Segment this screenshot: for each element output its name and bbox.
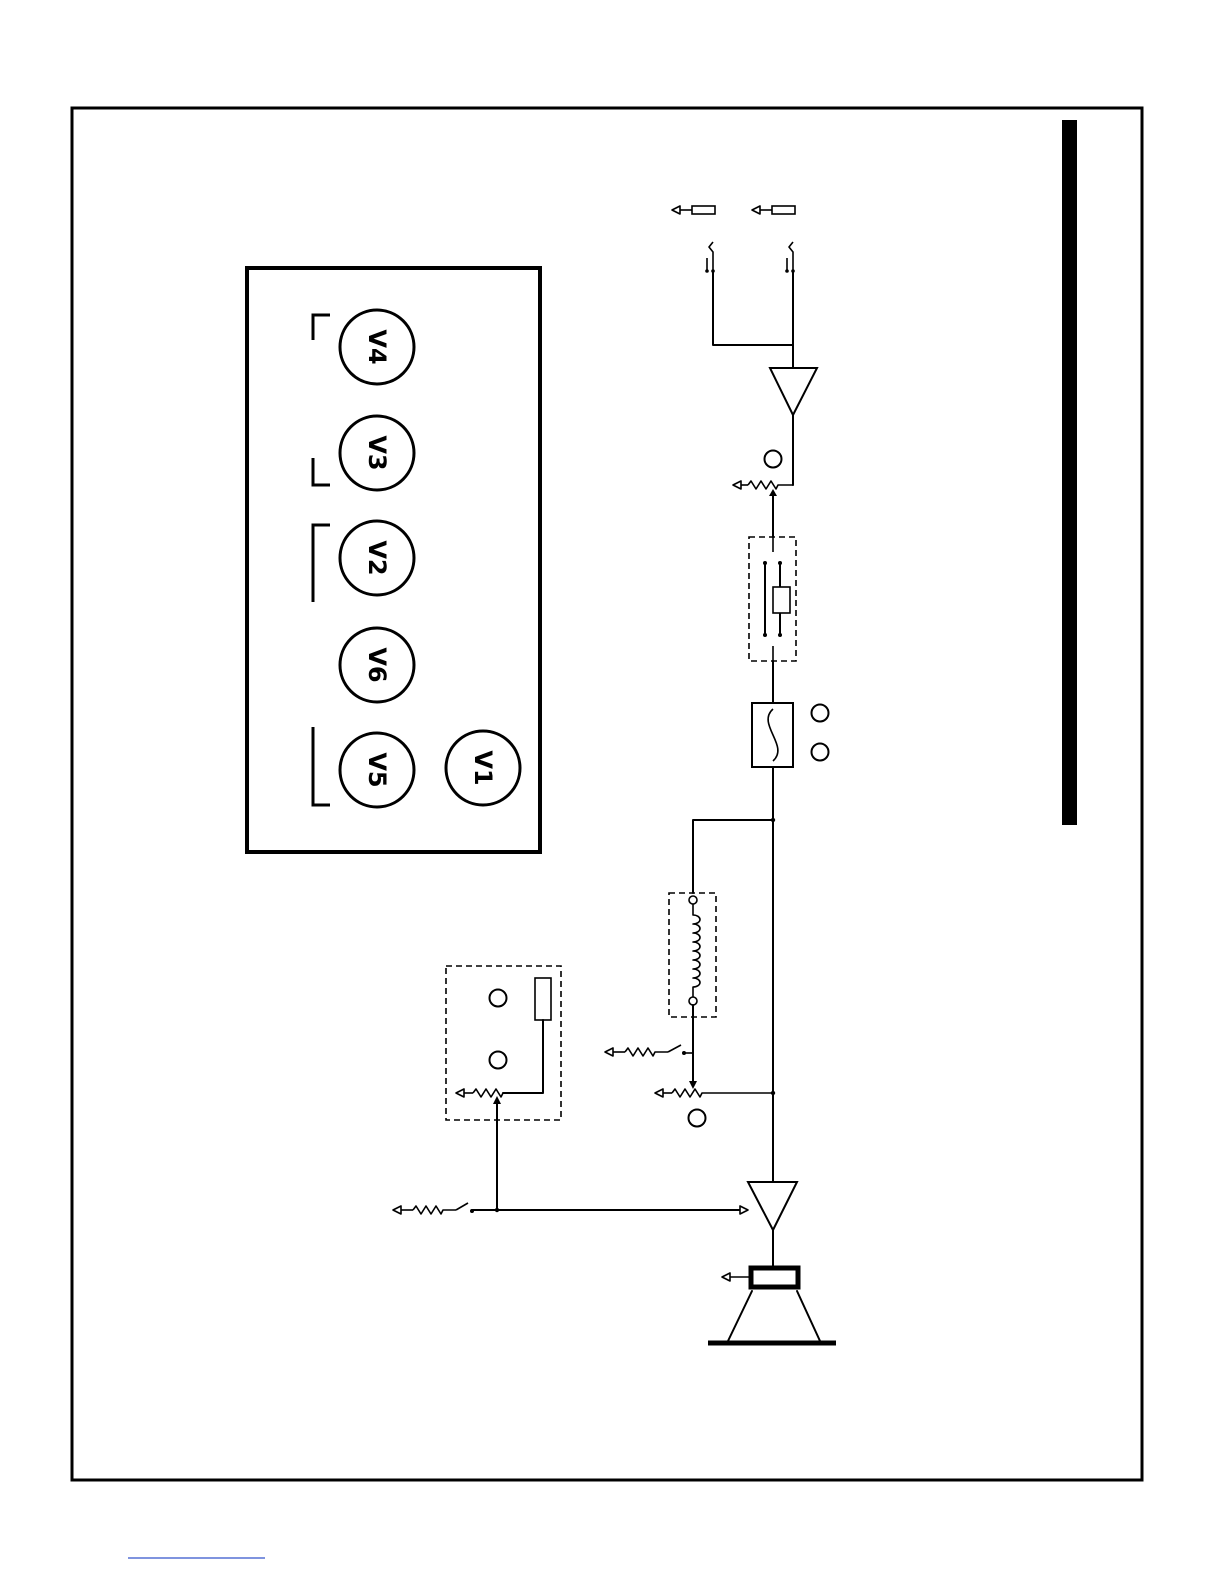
plug-icon [772, 206, 795, 214]
tube-label: V4 [363, 329, 391, 364]
input-arrow-icon [740, 1206, 748, 1214]
output-amplifier-triangle [770, 368, 817, 415]
jack-contact-dot [785, 269, 789, 273]
knob-icon [765, 451, 782, 468]
potentiometer-1 [733, 451, 793, 538]
power-amplifier-triangle [748, 1182, 797, 1230]
tube-label: V5 [363, 752, 391, 787]
effect-module [446, 966, 561, 1120]
eq-filter-block [752, 703, 829, 767]
ground-arrow-icon [752, 206, 760, 214]
footswitch-effect [393, 1203, 474, 1214]
bracket-v3 [313, 458, 330, 485]
ground-arrow-icon [672, 206, 680, 214]
tube-label: V6 [363, 647, 391, 682]
resistor-zigzag-icon [625, 1048, 668, 1056]
tube-label: V3 [363, 435, 391, 470]
output-wiring [713, 272, 793, 368]
bracket-v4 [313, 315, 330, 340]
reverb-spring-coil-icon [693, 904, 700, 997]
knob-icon [490, 1052, 507, 1069]
ground-arrow-icon [722, 1273, 730, 1281]
contact-dot [763, 561, 767, 565]
ground-arrow-icon [605, 1048, 613, 1056]
tube-label: V2 [363, 540, 391, 575]
tube-v5: V5 [340, 733, 414, 807]
ground-arrow-icon [393, 1206, 401, 1214]
wiper-arrow-icon [769, 489, 777, 496]
speaker-cone-right [797, 1291, 820, 1341]
tube-label: V1 [469, 750, 497, 785]
potentiometer-reverb [655, 1089, 773, 1127]
contact-dot [778, 561, 782, 565]
tube-v1: V1 [446, 731, 520, 805]
title-bar-black [1062, 120, 1077, 825]
knob-icon [490, 990, 507, 1007]
output-jack-1 [672, 206, 715, 273]
wire [503, 1020, 543, 1093]
terminal-circle [689, 997, 697, 1005]
junction-dot [495, 1208, 499, 1212]
jack-tip-icon [789, 242, 793, 270]
switch-module [749, 537, 796, 661]
contact-dot [778, 633, 782, 637]
switch-blade [456, 1203, 468, 1210]
jack-contact-dot [705, 269, 709, 273]
reverb-send-wire [693, 820, 773, 893]
bracket-v2 [313, 525, 330, 602]
resistor-box-icon [773, 587, 790, 613]
knob-icon [689, 1110, 706, 1127]
wiper-arrow-icon [689, 1081, 697, 1089]
tube-v2: V2 [340, 521, 414, 595]
resistor-zigzag-icon [413, 1206, 456, 1214]
footswitch-reverb [605, 1045, 693, 1056]
contact-dot [763, 633, 767, 637]
knob-icon [812, 705, 829, 722]
ground-arrow-icon [456, 1089, 464, 1097]
tube-v6: V6 [340, 628, 414, 702]
bracket-v5 [313, 727, 330, 805]
ground-arrow-icon [733, 481, 741, 489]
plug-icon [692, 206, 715, 214]
jack-tip-icon [709, 242, 713, 270]
tube-v3: V3 [340, 416, 414, 490]
tube-layout-chart: V4 V3 V2 V6 V5 V1 [247, 268, 540, 852]
resistor-box-icon [535, 978, 551, 1020]
speaker-cone-left [728, 1291, 752, 1341]
ground-arrow-icon [655, 1089, 663, 1097]
speaker-icon [708, 1268, 836, 1343]
output-jack-2 [752, 206, 795, 273]
knob-icon [812, 744, 829, 761]
wiper-arrow-icon [493, 1096, 501, 1104]
resistor-zigzag-icon [473, 1089, 503, 1097]
reverb-tank-module [669, 893, 716, 1017]
tube-v4: V4 [340, 310, 414, 384]
speaker-magnet [751, 1268, 798, 1287]
switch-blade [668, 1045, 681, 1052]
resistor-zigzag-icon [672, 1089, 773, 1097]
terminal-circle [689, 896, 697, 904]
page-border [72, 108, 1142, 1480]
resistor-zigzag-icon [748, 481, 793, 489]
